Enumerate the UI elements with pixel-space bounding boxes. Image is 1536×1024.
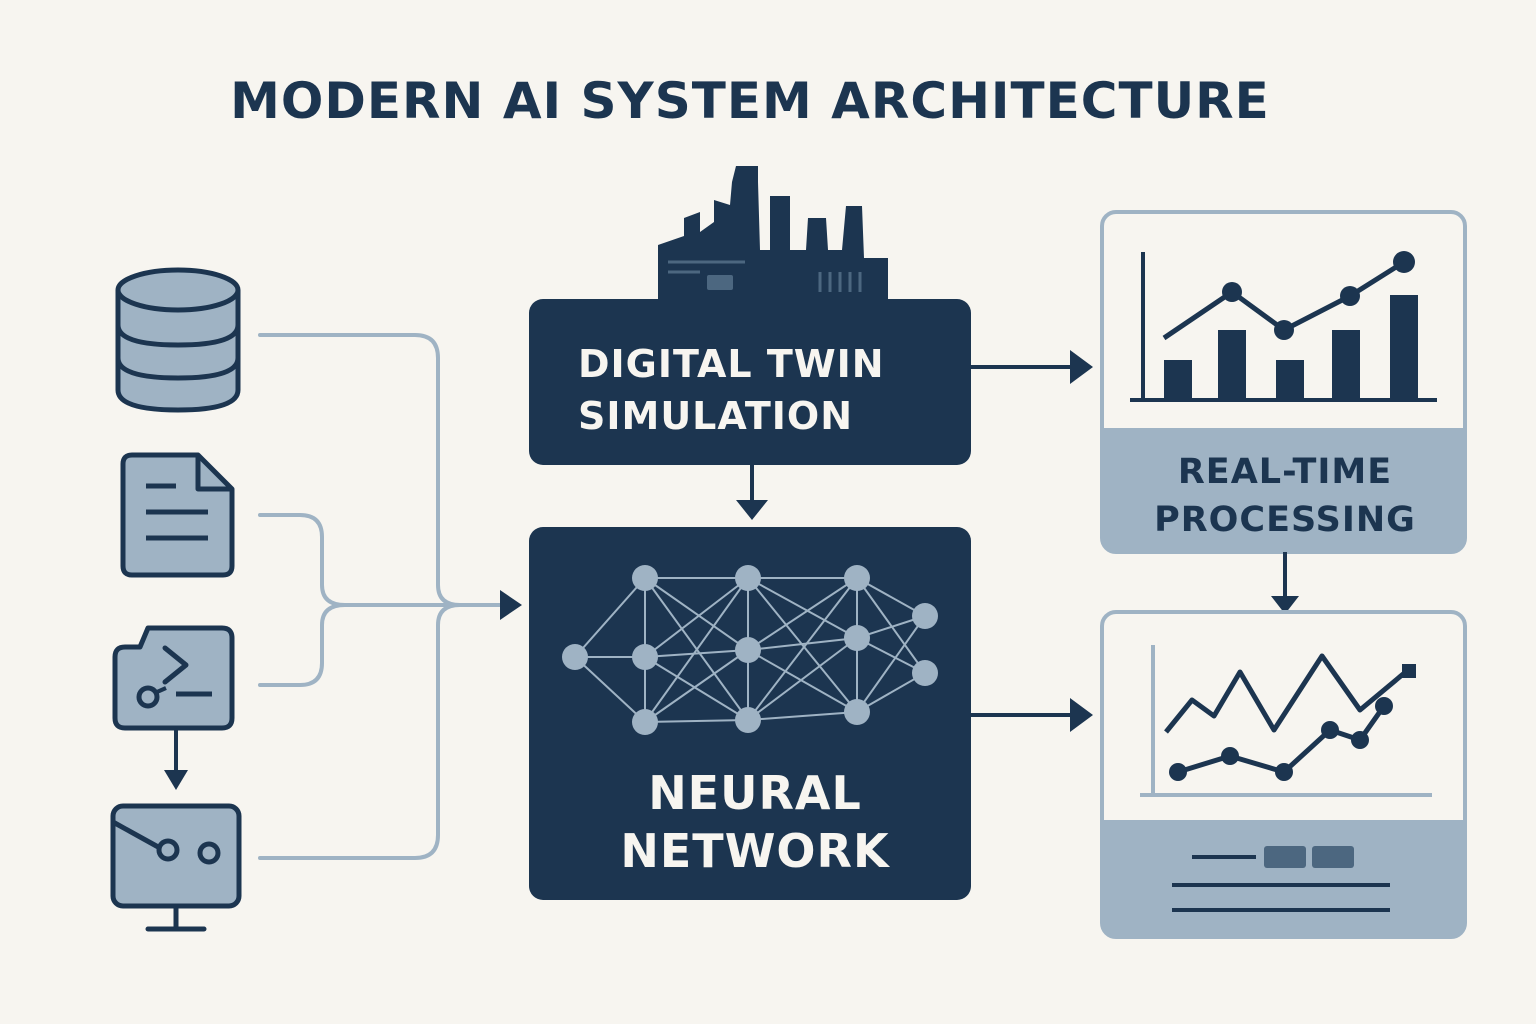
nn-node	[562, 644, 588, 670]
document-icon	[120, 452, 235, 578]
nn-edge	[747, 577, 858, 651]
nn-node	[735, 565, 761, 591]
digital-twin-label-line1: DIGITAL TWIN	[578, 342, 885, 386]
nn-edge	[747, 637, 858, 721]
nn-edge	[856, 577, 926, 674]
neural-network-label: NEURAL NETWORK	[560, 764, 950, 880]
monitor-icon	[110, 803, 242, 932]
nn-node	[844, 699, 870, 725]
nn-edge	[644, 649, 749, 723]
nn-edge	[644, 577, 749, 658]
dashboard-controls	[1172, 846, 1390, 912]
arrowhead-neural-to-dashboard	[1070, 698, 1093, 732]
line-chart-icon	[1140, 645, 1432, 797]
nn-edge	[574, 577, 646, 658]
nn-node	[632, 565, 658, 591]
nn-node	[912, 603, 938, 629]
nn-node	[844, 625, 870, 651]
nn-edge	[644, 719, 749, 723]
nn-edge	[574, 656, 646, 723]
nn-edge	[644, 577, 749, 723]
arrowhead-twin-to-realtime	[1070, 350, 1093, 384]
realtime-label-line1: REAL-TIME	[1177, 452, 1393, 492]
source-connectors	[258, 333, 502, 860]
nn-edge	[644, 649, 749, 658]
connector-terminal	[258, 603, 347, 687]
nn-edge	[856, 615, 926, 713]
terminal-icon	[112, 625, 235, 731]
nn-node	[735, 707, 761, 733]
connector-monitor	[258, 603, 462, 860]
nn-node	[912, 660, 938, 686]
diagram-title: MODERN AI SYSTEM ARCHITECTURE	[230, 72, 1270, 130]
nn-edge	[747, 649, 858, 713]
nn-edge	[747, 637, 858, 651]
nn-edge	[747, 711, 858, 721]
nn-node	[632, 709, 658, 735]
arrowhead-terminal-to-monitor	[164, 770, 188, 790]
neural-network-label-line2: NETWORK	[620, 824, 890, 878]
nn-edge	[644, 577, 749, 651]
arrowhead-realtime-to-dashboard	[1271, 596, 1299, 614]
realtime-label-line2: PROCESSING	[1154, 500, 1416, 540]
factory-icon	[658, 166, 888, 310]
nn-node	[632, 644, 658, 670]
neural-network-graph	[562, 565, 938, 735]
arrowhead-twin-to-neural	[736, 500, 768, 520]
nn-edge	[747, 577, 858, 639]
nn-edge	[856, 672, 926, 713]
bar-chart-icon	[1130, 251, 1437, 402]
nn-node	[735, 637, 761, 663]
digital-twin-label-line2: SIMULATION	[578, 394, 854, 438]
database-icon	[115, 267, 241, 413]
arrow-into-neural-network	[500, 590, 522, 620]
digital-twin-label: DIGITAL TWIN SIMULATION	[578, 338, 885, 442]
realtime-label: REAL-TIME PROCESSING	[1104, 448, 1466, 544]
neural-network-label-line1: NEURAL	[648, 766, 862, 820]
digital-twin-box	[529, 299, 971, 465]
nn-edge	[644, 656, 749, 721]
connector-document	[258, 513, 502, 607]
nn-edge	[747, 577, 858, 721]
connector-database	[258, 333, 502, 607]
nn-node	[844, 565, 870, 591]
